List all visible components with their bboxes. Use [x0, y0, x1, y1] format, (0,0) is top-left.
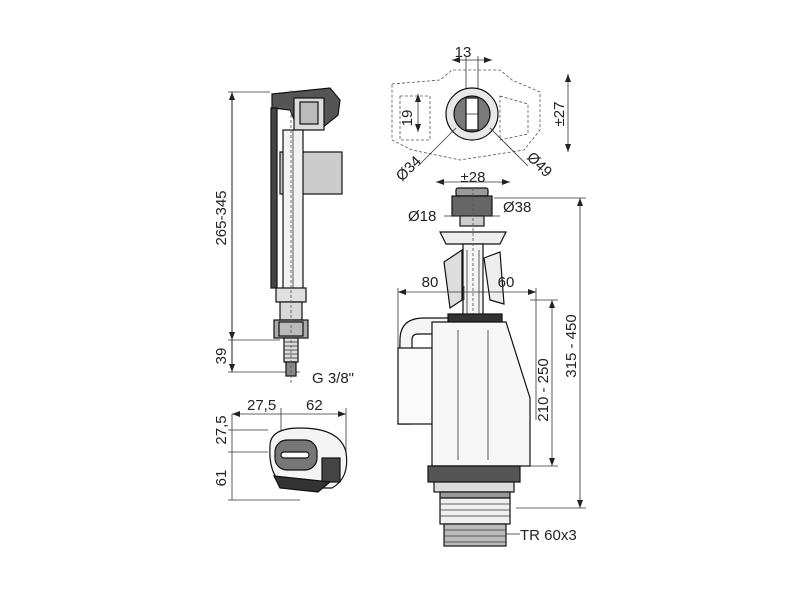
- button-d34-label: Ø34: [393, 153, 425, 185]
- flush-valve-side-view: Ø18 Ø38 80 60: [397, 187, 586, 548]
- top-height-61-label: 61: [213, 470, 230, 487]
- top-width-27-5-label: 27,5: [247, 397, 276, 414]
- button-height-19-label: 19: [399, 110, 416, 127]
- diameter-18-label: Ø18: [408, 208, 436, 225]
- width-60-label: 60: [498, 274, 515, 291]
- height-210-250-label: 210 - 250: [535, 358, 552, 421]
- height-265-345-label: 265-345: [213, 190, 230, 245]
- width-80-label: 80: [422, 274, 439, 291]
- height-315-450-label: 315 - 450: [563, 314, 580, 377]
- thread-length-label: 39: [213, 348, 230, 365]
- button-width-13-label: 13: [455, 44, 472, 61]
- fill-valve-top-view: 27,5 62 27,5 61: [213, 397, 348, 501]
- diameter-38-label: Ø38: [503, 199, 531, 216]
- top-height-27-5-label: 27,5: [213, 415, 230, 444]
- button-spacing-28-label: ±28: [461, 169, 486, 186]
- button-d49-label: Ø49: [523, 149, 555, 181]
- button-adjust-27-label: ±27: [551, 102, 568, 127]
- thread-spec-label: G 3/8": [312, 370, 354, 387]
- top-width-62-label: 62: [306, 397, 323, 414]
- thread-tr-60x3-label: TR 60x3: [520, 527, 577, 544]
- button-plan-view: 13 19 ±27 Ø34 Ø49 ±28: [391, 44, 571, 186]
- fill-valve-side-view: 265-345 39 G 3/8": [213, 87, 354, 387]
